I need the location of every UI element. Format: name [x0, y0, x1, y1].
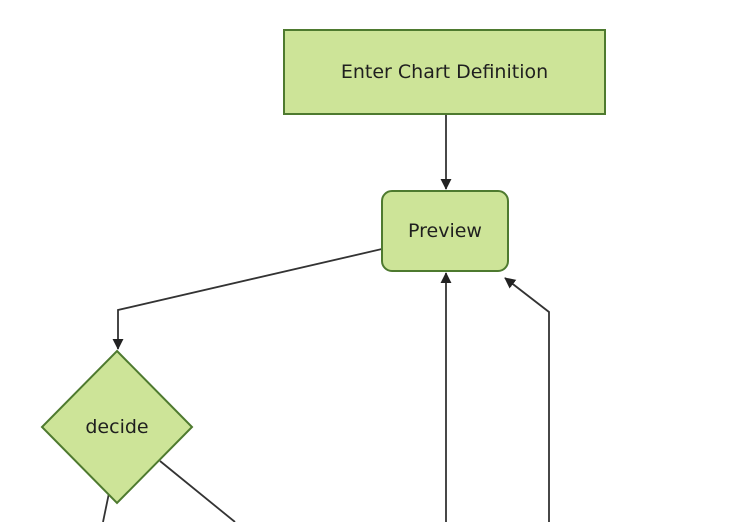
node-preview	[381, 190, 509, 272]
node-enter-chart-definition	[283, 29, 606, 115]
edge-decide-to-below-right	[159, 460, 236, 522]
edge-decide-to-below-left	[102, 492, 110, 522]
edge-preview-to-decide	[112, 248, 383, 350]
node-decide	[40, 349, 194, 505]
edge-below-to-preview-corner	[504, 277, 550, 522]
